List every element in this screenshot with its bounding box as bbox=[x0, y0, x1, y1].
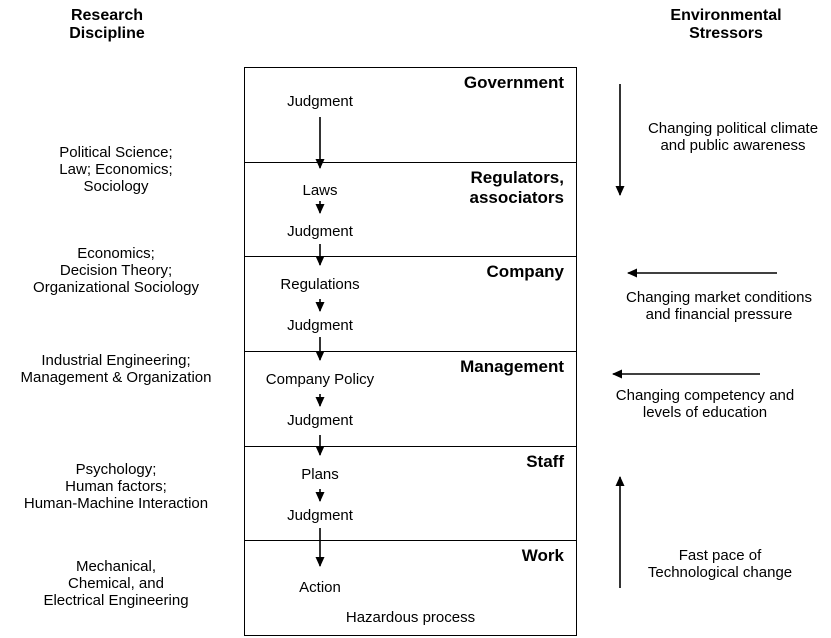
stressor-line: Changing competency and bbox=[615, 387, 795, 404]
flow-label-plans: Plans bbox=[301, 465, 339, 483]
level-title-staff: Staff bbox=[526, 452, 564, 472]
stressor-political-climate: Changing political climate and public aw… bbox=[627, 120, 831, 154]
discipline-line: Organizational Sociology bbox=[33, 279, 199, 296]
flow-label-company-policy: Company Policy bbox=[265, 371, 375, 389]
stressor-technological-change: Fast pace of Technological change bbox=[614, 547, 826, 581]
flow-label-judgment: Judgment bbox=[287, 412, 353, 430]
level-regulators: Regulators, associators Laws Judgment bbox=[245, 161, 576, 257]
discipline-label-psychology: Psychology; Human factors; Human-Machine… bbox=[0, 461, 232, 512]
discipline-line: Mechanical, bbox=[75, 558, 157, 575]
level-title-regulators: Regulators, associators bbox=[470, 168, 565, 208]
discipline-label-economics: Economics; Decision Theory; Organization… bbox=[0, 245, 232, 296]
level-title-company: Company bbox=[487, 262, 564, 282]
stressor-line: and public awareness bbox=[660, 137, 806, 154]
header-line: Environmental bbox=[670, 7, 782, 24]
level-title-management: Management bbox=[460, 357, 564, 377]
level-title-government: Government bbox=[464, 73, 564, 93]
discipline-line: Economics; bbox=[77, 245, 155, 262]
level-title-line: associators bbox=[469, 187, 565, 207]
flow-label-judgment: Judgment bbox=[287, 506, 353, 524]
level-title-line: Management bbox=[460, 357, 564, 377]
stressor-line: Changing market conditions bbox=[626, 289, 812, 306]
flow-label-laws: Laws bbox=[302, 181, 338, 199]
level-staff: Staff Plans Judgment bbox=[245, 445, 576, 541]
level-title-work: Work bbox=[522, 546, 564, 566]
discipline-line: Human factors; bbox=[65, 478, 167, 495]
stressor-line: Technological change bbox=[647, 564, 793, 581]
level-title-line: Staff bbox=[526, 451, 564, 471]
header-line: Stressors bbox=[689, 25, 763, 42]
level-title-line: Regulators, bbox=[470, 167, 564, 187]
stressor-line: Fast pace of bbox=[678, 547, 762, 564]
stressor-line: levels of education bbox=[642, 404, 768, 421]
stressor-line: Changing political climate bbox=[647, 120, 819, 137]
level-company: Company Regulations Judgment bbox=[245, 256, 576, 351]
stressor-line: and financial pressure bbox=[645, 306, 793, 323]
discipline-line: Electrical Engineering bbox=[43, 592, 189, 609]
flow-label-regulations: Regulations bbox=[280, 276, 360, 294]
discipline-line: Law; Economics; bbox=[59, 161, 173, 178]
discipline-line: Human-Machine Interaction bbox=[23, 495, 209, 512]
discipline-line: Decision Theory; bbox=[59, 262, 173, 279]
flow-label-judgment: Judgment bbox=[287, 317, 353, 335]
discipline-line: Management & Organization bbox=[20, 369, 212, 386]
header-line: Research bbox=[70, 7, 144, 24]
environmental-stressors-header: Environmental Stressors bbox=[626, 7, 826, 43]
research-discipline-header: Research Discipline bbox=[12, 7, 202, 43]
level-title-line: Company bbox=[486, 262, 564, 282]
level-management: Management Company Policy Judgment bbox=[245, 351, 576, 446]
flow-label-judgment: Judgment bbox=[287, 222, 353, 240]
level-title-line: Work bbox=[521, 546, 564, 566]
discipline-line: Psychology; bbox=[75, 461, 157, 478]
discipline-line: Industrial Engineering; bbox=[41, 352, 191, 369]
discipline-line: Chemical, and bbox=[68, 575, 164, 592]
stressor-competency: Changing competency and levels of educat… bbox=[599, 387, 811, 421]
discipline-line: Political Science; bbox=[59, 144, 173, 161]
discipline-label-engineering: Mechanical, Chemical, and Electrical Eng… bbox=[0, 558, 232, 609]
stressor-market-conditions: Changing market conditions and financial… bbox=[613, 289, 825, 323]
header-line: Discipline bbox=[69, 25, 145, 42]
flow-label-judgment: Judgment bbox=[287, 93, 353, 110]
discipline-label-industrial-engineering: Industrial Engineering; Management & Org… bbox=[0, 352, 232, 386]
level-government: Government Judgment bbox=[245, 68, 576, 162]
discipline-label-political-science: Political Science; Law; Economics; Socio… bbox=[0, 144, 232, 195]
system-levels-stack: Government Judgment Regulators, associat… bbox=[244, 67, 577, 636]
level-title-line: Government bbox=[463, 73, 564, 92]
hazardous-process-label: Hazardous process bbox=[345, 609, 476, 627]
discipline-line: Sociology bbox=[83, 178, 149, 195]
flow-label-action: Action bbox=[299, 579, 341, 597]
level-work: Work Action Hazardous process bbox=[245, 540, 576, 635]
